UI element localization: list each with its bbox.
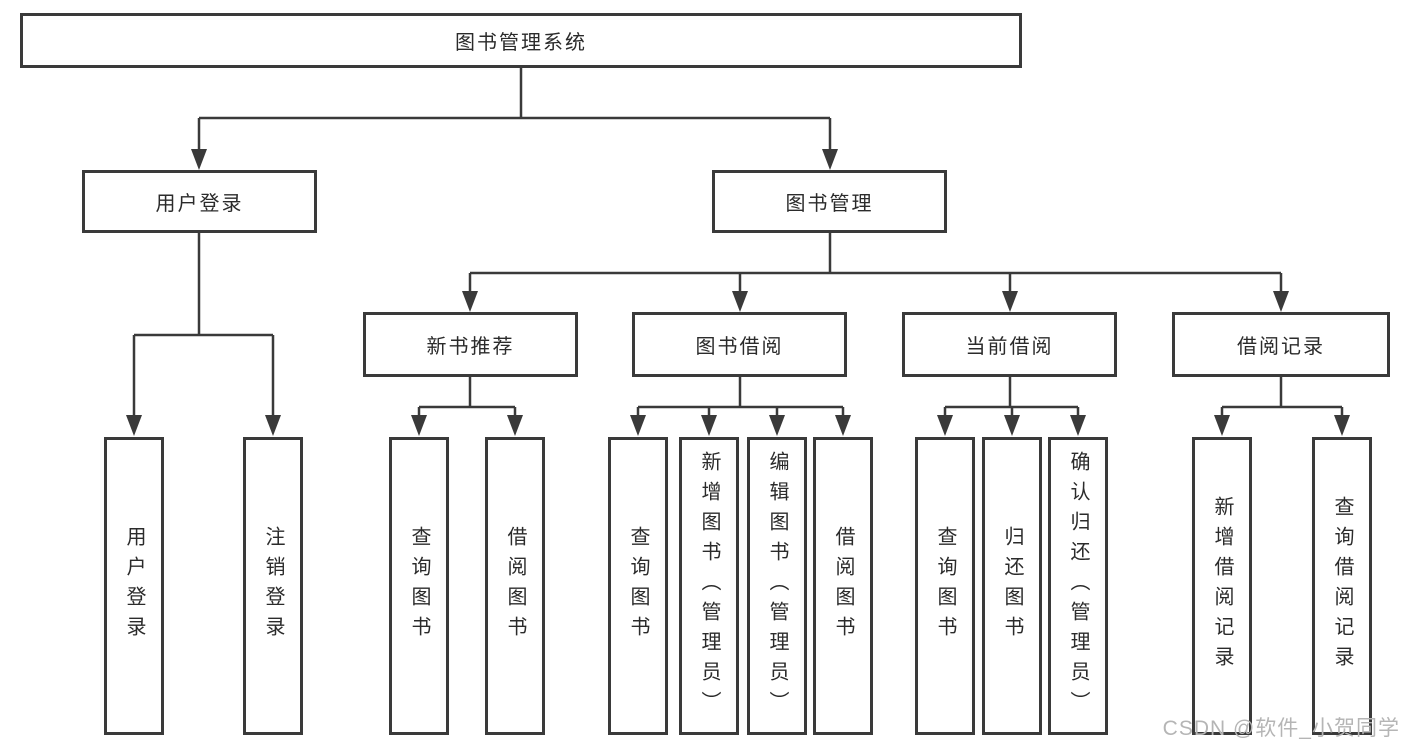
connector-newbooks-to-leaves [417,377,517,420]
leaf-borrowing-add-admin: 新增图书（管理员） [679,437,739,735]
leaf-records-query: 查询借阅记录 [1312,437,1372,735]
leaf-newbooks-borrow: 借阅图书 [485,437,545,735]
leaf-current-return: 归还图书 [982,437,1042,735]
leaf-borrowing-borrow: 借阅图书 [813,437,873,735]
arrowhead-icons [126,149,1350,436]
node-book-management: 图书管理 [712,170,947,233]
leaf-borrowing-query: 查询图书 [608,437,668,735]
leaf-newbooks-query: 查询图书 [389,437,449,735]
csdn-watermark: CSDN @软件_小贺同学 [1162,717,1400,740]
node-current-borrowing: 当前借阅 [902,312,1117,377]
connector-bookmgmt-to-level3 [468,233,1283,296]
node-new-books: 新书推荐 [363,312,578,377]
connector-borrowing-to-leaves [636,377,845,420]
leaf-current-query: 查询图书 [915,437,975,735]
leaf-logout: 注销登录 [243,437,303,735]
node-borrow-records: 借阅记录 [1172,312,1390,377]
connector-current-to-leaves [943,377,1080,420]
node-book-borrowing: 图书借阅 [632,312,847,377]
leaf-user-login: 用户登录 [104,437,164,735]
leaf-borrowing-edit-admin: 编辑图书（管理员） [747,437,807,735]
node-user-login: 用户登录 [82,170,317,233]
connector-root-to-level2 [197,68,832,154]
leaf-current-confirm-admin: 确认归还（管理员） [1048,437,1108,735]
connector-records-to-leaves [1220,377,1344,420]
node-root: 图书管理系统 [20,13,1022,68]
connector-userlogin-to-leaves [132,233,275,420]
leaf-records-add: 新增借阅记录 [1192,437,1252,735]
